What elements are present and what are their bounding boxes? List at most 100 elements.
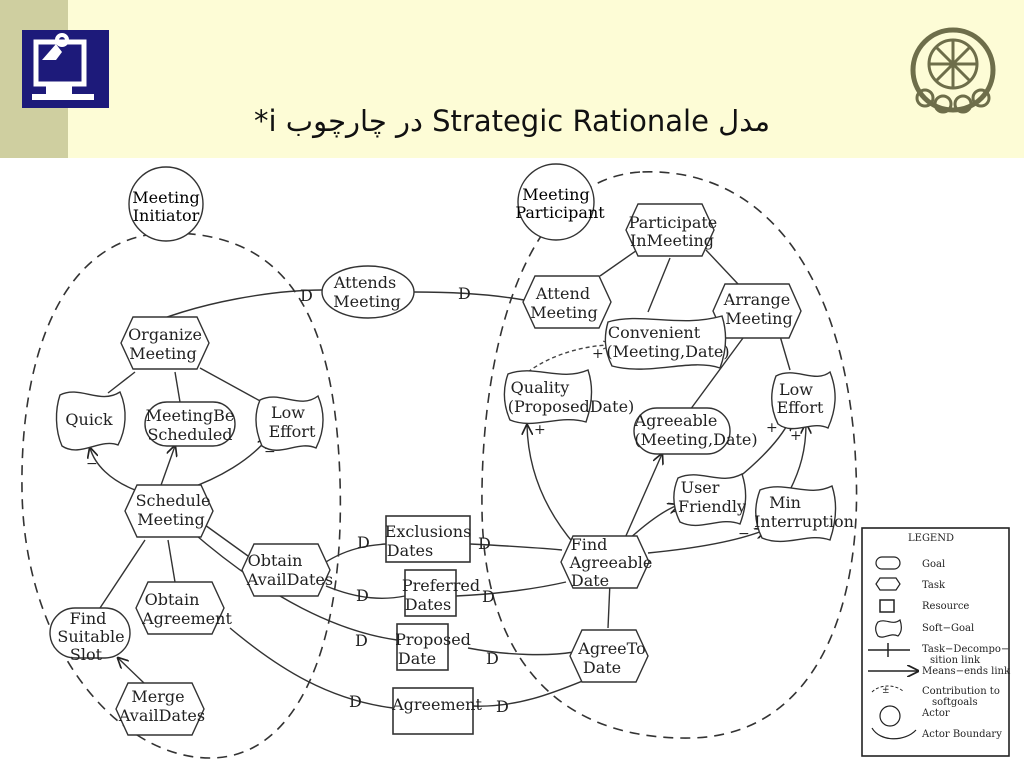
minus-mark: − [738, 526, 750, 542]
dependency-mark: D [458, 284, 471, 303]
softgoal-low-effort-right [771, 370, 836, 430]
dependency-mark: D [486, 649, 499, 668]
participant-boundary [481, 171, 858, 739]
legend-goal-icon [875, 556, 901, 570]
plus-mark: + [766, 420, 778, 436]
legend-label: Contribution to [922, 686, 1000, 697]
goal-agreeable [633, 407, 731, 455]
dependency-mark: D [357, 533, 370, 552]
actor-label: Participant [515, 203, 605, 222]
plus-mark: + [790, 428, 802, 444]
contribution-link [199, 367, 263, 403]
dependency-link [319, 543, 387, 567]
decomposition-link [204, 524, 249, 557]
node-label: MeetingBe [146, 406, 235, 425]
means-ends-link [527, 425, 576, 546]
actor-label: Initiator [133, 206, 200, 225]
node-label: Participate [629, 213, 718, 232]
legend-label: Task−Decompo− [922, 644, 1009, 655]
legend-label: Means−ends link [922, 666, 1011, 677]
legend-label: Task [922, 580, 946, 591]
actor-meeting-participant [517, 163, 595, 241]
node-label: Agreeable [634, 411, 718, 430]
node-label: InMeeting [630, 231, 714, 250]
legend-actor-icon [879, 705, 901, 727]
contribution-link [159, 446, 175, 489]
legend-boundary-icon [871, 727, 917, 740]
decomposition-link [99, 539, 146, 609]
task-obtain-agreement [135, 581, 225, 635]
slide-header [0, 0, 1024, 158]
node-label: Effort [269, 422, 316, 441]
dependency-link [413, 291, 525, 301]
means-ends-link [624, 454, 662, 539]
node-label: Date [398, 649, 436, 668]
node-label: Find [571, 535, 608, 554]
task-attend-meeting [522, 275, 612, 329]
decomposition-link [167, 539, 176, 583]
resource-exclusions-dates [385, 515, 471, 563]
actor-label: Meeting [132, 188, 199, 207]
node-label: (Meeting,Date) [606, 342, 729, 361]
task-agree-to-date [569, 629, 649, 683]
node-label: Dates [405, 595, 451, 614]
contribution-link [107, 371, 136, 394]
legend-softgoal-icon [875, 619, 902, 638]
softgoal-min-interruption [755, 485, 837, 543]
node-label: Attend [535, 284, 590, 303]
dependency-link [455, 581, 567, 597]
node-label: Meeting [530, 303, 597, 322]
decomposition-link [779, 335, 791, 371]
node-label: Arrange [723, 290, 790, 309]
node-label: Effort [777, 398, 824, 417]
dependency-mark: D [300, 286, 313, 305]
task-schedule-meeting [124, 484, 214, 538]
dependency-mark: D [482, 587, 495, 606]
strategic-rationale-diagram: Meeting Initiator Meeting Participant [21, 163, 1011, 759]
node-label: Meeting [333, 292, 400, 311]
contribution-link [737, 420, 790, 479]
dependency-mark: D [496, 697, 509, 716]
legend-label: Actor Boundary [921, 729, 1002, 740]
node-label: Exclusions [385, 522, 472, 541]
node-label: AvailDates [118, 706, 205, 725]
dependency-link [469, 543, 563, 551]
node-label: Min [769, 493, 801, 512]
actor-meeting-initiator [128, 166, 204, 242]
node-label: Friendly [678, 497, 746, 516]
node-label: Scheduled [147, 425, 232, 444]
slide-title: مدل Strategic Rationale در چارچوب i* [254, 104, 770, 138]
dependency-link [467, 647, 575, 656]
node-label: Interruption [754, 512, 854, 531]
means-ends-link [118, 658, 146, 685]
node-label: AvailDates [246, 570, 333, 589]
contribution-link [789, 424, 806, 491]
node-label: Low [271, 403, 305, 422]
legend-label: ± [882, 686, 890, 696]
node-label: Merge [131, 687, 184, 706]
legend-label: Goal [922, 559, 945, 570]
legend-label: softgoals [932, 697, 978, 708]
legend-task-icon [875, 577, 901, 591]
legend-title: LEGEND [908, 533, 954, 544]
node-label: Obtain [248, 551, 303, 570]
node-label: Proposed [395, 630, 471, 649]
dependency-mark: D [478, 534, 491, 553]
dependency-link [229, 627, 394, 709]
decomposition-link [599, 247, 641, 277]
node-label: Obtain [145, 590, 200, 609]
node-label: (Meeting,Date) [634, 430, 757, 449]
softgoal-quality [503, 369, 593, 425]
node-label: Quick [65, 410, 113, 429]
university-emblem-icon [903, 24, 1003, 116]
node-label: Schedule [136, 491, 211, 510]
resource-preferred-dates [404, 569, 457, 617]
decomposition-link [689, 337, 744, 411]
dependency-link [189, 529, 398, 641]
node-label: Preferred [402, 576, 480, 595]
means-ends-link [647, 530, 765, 554]
node-label: Meeting [725, 309, 792, 328]
legend-label: Resource [922, 601, 969, 612]
softgoal-low-effort-left [255, 394, 324, 451]
node-label: Slot [70, 645, 103, 664]
